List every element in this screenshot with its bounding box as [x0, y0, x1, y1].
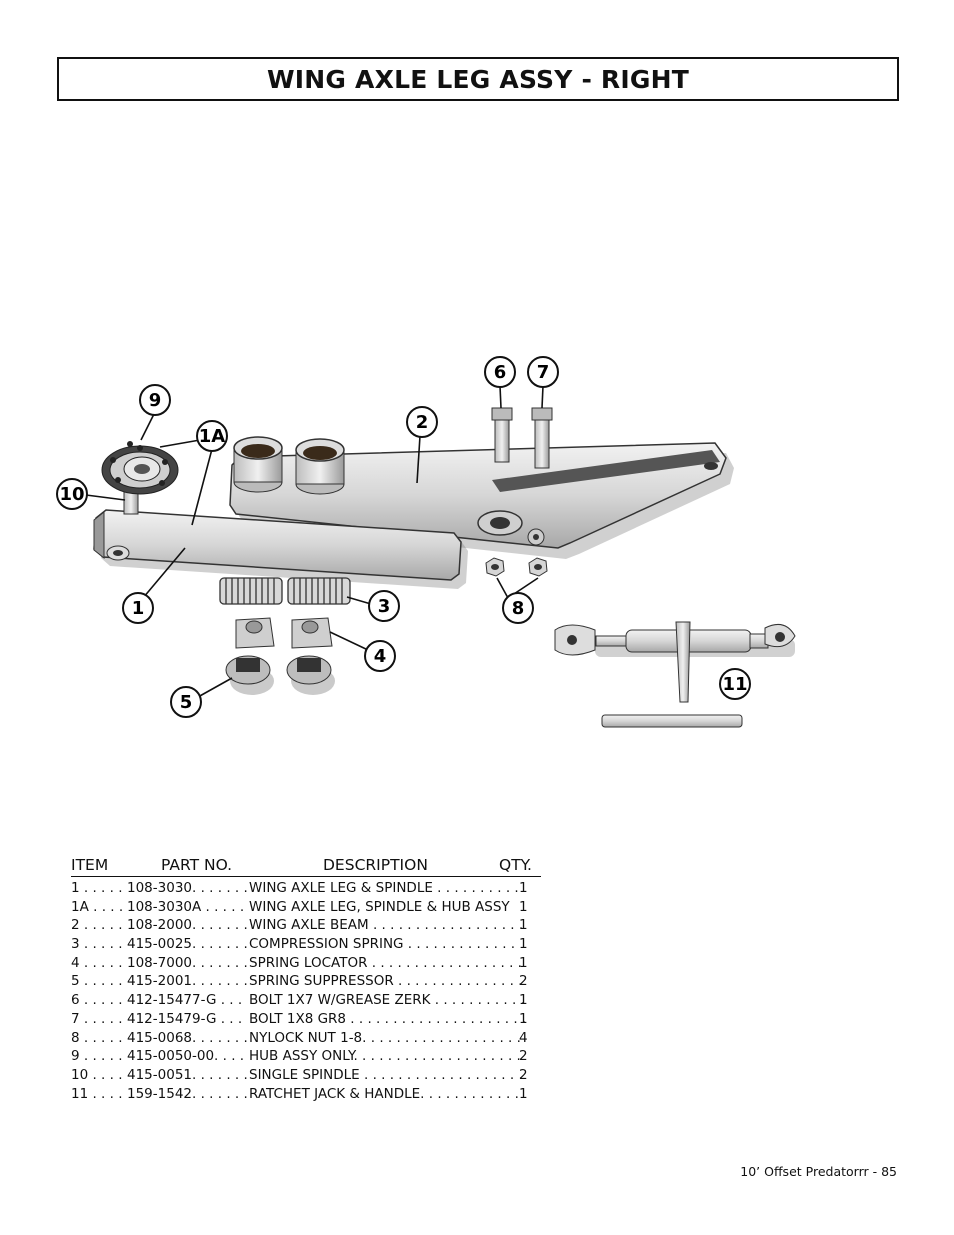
table-row: 1 . . . . .108-3030. . . . . . .WING AXL…	[71, 880, 528, 896]
wing-axle-leg	[93, 509, 468, 589]
svg-text:4: 4	[374, 646, 387, 667]
svg-text:6: 6	[494, 362, 507, 383]
parts-list: ITEM PART NO. DESCRIPTION QTY. 1 . . . .…	[71, 856, 541, 1103]
svg-text:3: 3	[378, 596, 391, 617]
callout-10: 10	[56, 478, 88, 510]
nylock-nuts	[485, 557, 548, 577]
ratchet-jack	[554, 621, 796, 728]
callout-9: 9	[139, 384, 171, 416]
callout-7: 7	[527, 356, 559, 388]
header-item: ITEM	[71, 856, 109, 874]
callout-1: 1	[122, 592, 154, 624]
page-footer: 10’ Offset Predatorrr - 85	[740, 1164, 897, 1179]
table-row: 4 . . . . .108-7000. . . . . . .SPRING L…	[71, 954, 528, 971]
table-row: 11 . . . .159-1542. . . . . . .RATCHET J…	[71, 1085, 528, 1102]
callout-8: 8	[502, 592, 534, 624]
svg-text:2: 2	[416, 412, 429, 433]
callout-11: 11	[719, 668, 751, 700]
callouts: 9 1A 10 1 2 6 7 3	[56, 356, 751, 718]
header-description: DESCRIPTION	[323, 856, 428, 874]
svg-text:7: 7	[537, 362, 550, 383]
callout-3: 3	[368, 590, 400, 622]
spring-locators	[235, 617, 333, 649]
table-row: 7 . . . . .412-15479-G . . .BOLT 1X8 GR8…	[71, 1010, 528, 1027]
svg-text:9: 9	[149, 390, 162, 411]
header-part-no: PART NO.	[161, 856, 233, 874]
page-title-box: WING AXLE LEG ASSY - RIGHT	[57, 57, 899, 101]
table-row: 8 . . . . .415-0068. . . . . . .NYLOCK N…	[71, 1029, 528, 1046]
callout-1a: 1A	[196, 420, 228, 452]
svg-text:5: 5	[180, 692, 193, 713]
svg-text:8: 8	[512, 598, 525, 619]
header-qty: QTY.	[499, 856, 532, 874]
svg-text:11: 11	[722, 674, 747, 695]
parts-list-header: ITEM PART NO. DESCRIPTION QTY.	[71, 856, 541, 877]
svg-text:10: 10	[59, 484, 84, 505]
spring-suppressors	[225, 655, 335, 695]
table-row: 1A . . . .108-3030A . . . . .WING AXLE L…	[71, 898, 528, 915]
callout-4: 4	[364, 640, 396, 672]
table-row: 3 . . . . .415-0025. . . . . . .COMPRESS…	[71, 936, 528, 953]
hub-and-spindle	[101, 441, 179, 515]
svg-text:1: 1	[132, 598, 145, 619]
table-row: 6 . . . . .412-15477-G . . .BOLT 1X7 W/G…	[71, 992, 528, 1009]
leader-lines	[85, 385, 544, 698]
table-row: 9 . . . . .415-0050-00. . . .HUB ASSY ON…	[71, 1048, 528, 1065]
page-title: WING AXLE LEG ASSY - RIGHT	[267, 64, 689, 94]
callout-6: 6	[484, 356, 516, 388]
bolts	[491, 407, 553, 469]
table-row: 5 . . . . .415-2001. . . . . . .SPRING S…	[71, 973, 528, 990]
svg-text:1A: 1A	[199, 426, 226, 447]
table-row: 2 . . . . .108-2000. . . . . . .WING AXL…	[71, 917, 528, 934]
compression-springs	[219, 577, 351, 605]
table-row: 10 . . . .415-0051. . . . . . .SINGLE SP…	[71, 1066, 528, 1083]
callout-5: 5	[170, 686, 202, 718]
callout-2: 2	[406, 406, 438, 438]
